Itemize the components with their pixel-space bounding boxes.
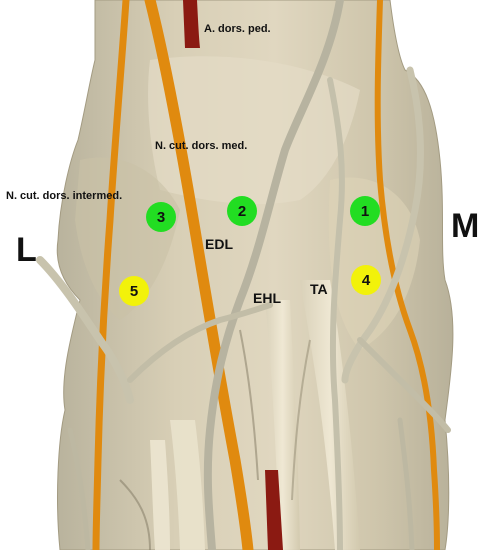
ta-label: TA (310, 281, 328, 297)
marker-3: 3 (146, 202, 176, 232)
nerve-branch (341, 66, 424, 384)
medial-side-label: M (451, 207, 480, 245)
ehl-label: EHL (253, 290, 281, 306)
tendon (170, 420, 205, 550)
nerve-branch (357, 337, 451, 433)
nerve-highlight (144, 0, 254, 550)
shadow-crevice (291, 339, 311, 501)
marker-2: 2 (227, 196, 257, 226)
intermediate-dorsal-cutaneous-nerve-label: N. cut. dors. intermed. (6, 190, 123, 202)
artery-vessel (265, 470, 283, 550)
fascia-patch (328, 177, 420, 350)
shadow-crevice (239, 329, 259, 481)
nerve-branch (397, 417, 415, 550)
nerve-branch (327, 77, 345, 550)
tendon (300, 280, 360, 550)
marker-5: 5 (119, 276, 149, 306)
medial-dorsal-cutaneous-nerve-label: N. cut. dors. med. (155, 140, 248, 152)
marker-1: 1 (350, 196, 380, 226)
marker-4: 4 (351, 265, 381, 295)
tendon (265, 300, 300, 550)
nerve-highlight (374, 0, 440, 550)
nerve-branch (36, 256, 134, 404)
shadow-crevice (119, 479, 151, 550)
lateral-side-label: L (16, 231, 37, 269)
edl-label: EDL (205, 236, 233, 252)
nerve-branch (127, 302, 273, 383)
tendon (150, 440, 170, 550)
nerve-highlight (92, 0, 130, 550)
fascia-patch (75, 157, 180, 320)
artery-vessel (183, 0, 200, 48)
nerve-branch (67, 427, 91, 550)
nerve-branch (203, 0, 344, 550)
artery-label: A. dors. ped. (204, 23, 271, 35)
